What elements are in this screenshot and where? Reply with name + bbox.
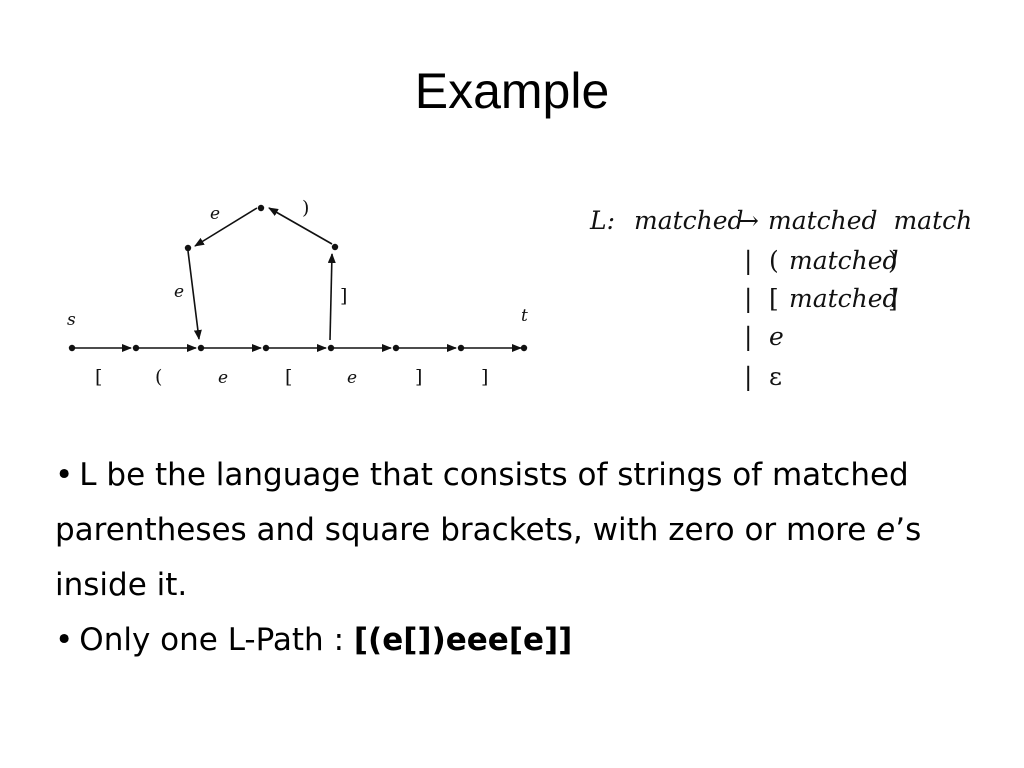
edge-label-left-down: e (174, 282, 184, 302)
edge-label-1: [ (95, 366, 102, 388)
grammar-first-rhs: matched matched (768, 206, 970, 235)
bullet-dot: • (55, 622, 74, 658)
grammar-body-3: e (769, 322, 784, 351)
grammar-open-1: ( (769, 246, 779, 275)
bullet-1-text: L be the language that consists of strin… (55, 457, 909, 548)
edge-left-down (187, 250, 202, 340)
slide-title: Example (414, 63, 610, 119)
grammar-bar-4: | (744, 362, 752, 392)
edge-label-6: ] (415, 366, 422, 388)
edge-label-top-right: ) (302, 197, 309, 219)
edge-top-right (268, 207, 333, 245)
grammar-bar-2: | (744, 284, 752, 314)
node-2 (132, 344, 140, 352)
bullet-1-text-end: ’s inside it. (55, 512, 922, 603)
bullet-1: •L be the language that consists of stri… (55, 448, 985, 613)
node-4 (262, 344, 270, 352)
grammar-arrow: → (738, 206, 759, 235)
bullet-2-text: Only one L-Path : (79, 622, 354, 658)
node-upper-right (331, 243, 339, 251)
grammar-body-4: ε (769, 362, 782, 391)
grammar-lhs: L: (589, 206, 615, 235)
edge-label-7: ] (481, 366, 488, 388)
bullet-dot: • (55, 457, 74, 493)
grammar-open-2: [ (769, 284, 779, 313)
node-t (520, 344, 528, 352)
edge-label-3: e (218, 368, 228, 388)
start-label: s (67, 310, 76, 330)
edge-right-up (327, 253, 336, 341)
grammar-bar-3: | (744, 322, 752, 352)
path-graph: s t [ ( e [ e ] ] e ) e ] (67, 197, 528, 388)
bullet-1-italic: e (876, 512, 896, 548)
node-s (68, 344, 76, 352)
end-label: t (521, 306, 528, 326)
grammar-rules: L: matched → matched matched | ( matched… (589, 206, 970, 392)
body-text: •L be the language that consists of stri… (55, 448, 985, 668)
node-top (257, 204, 265, 212)
node-3 (197, 344, 205, 352)
grammar-body-1: matched (789, 246, 899, 275)
edge-label-right-up: ] (340, 285, 347, 307)
edge-label-2: ( (155, 366, 162, 388)
edge-label-5: e (347, 368, 357, 388)
node-6 (392, 344, 400, 352)
grammar-close-1: ) (888, 246, 898, 275)
edge-label-4: [ (285, 366, 292, 388)
node-upper-left (184, 244, 192, 252)
grammar-bar-1: | (744, 246, 752, 276)
node-5 (327, 344, 335, 352)
bullet-2-path: [(e[])eee[e]] (353, 622, 573, 658)
edge-top-left (194, 207, 258, 247)
grammar-close-2: ] (888, 284, 898, 313)
edge-label-top-left: e (210, 204, 220, 224)
grammar-head: matched (634, 206, 744, 235)
node-7 (457, 344, 465, 352)
bullet-2: •Only one L-Path : [(e[])eee[e]] (55, 613, 985, 668)
grammar-body-2: matched (789, 284, 899, 313)
